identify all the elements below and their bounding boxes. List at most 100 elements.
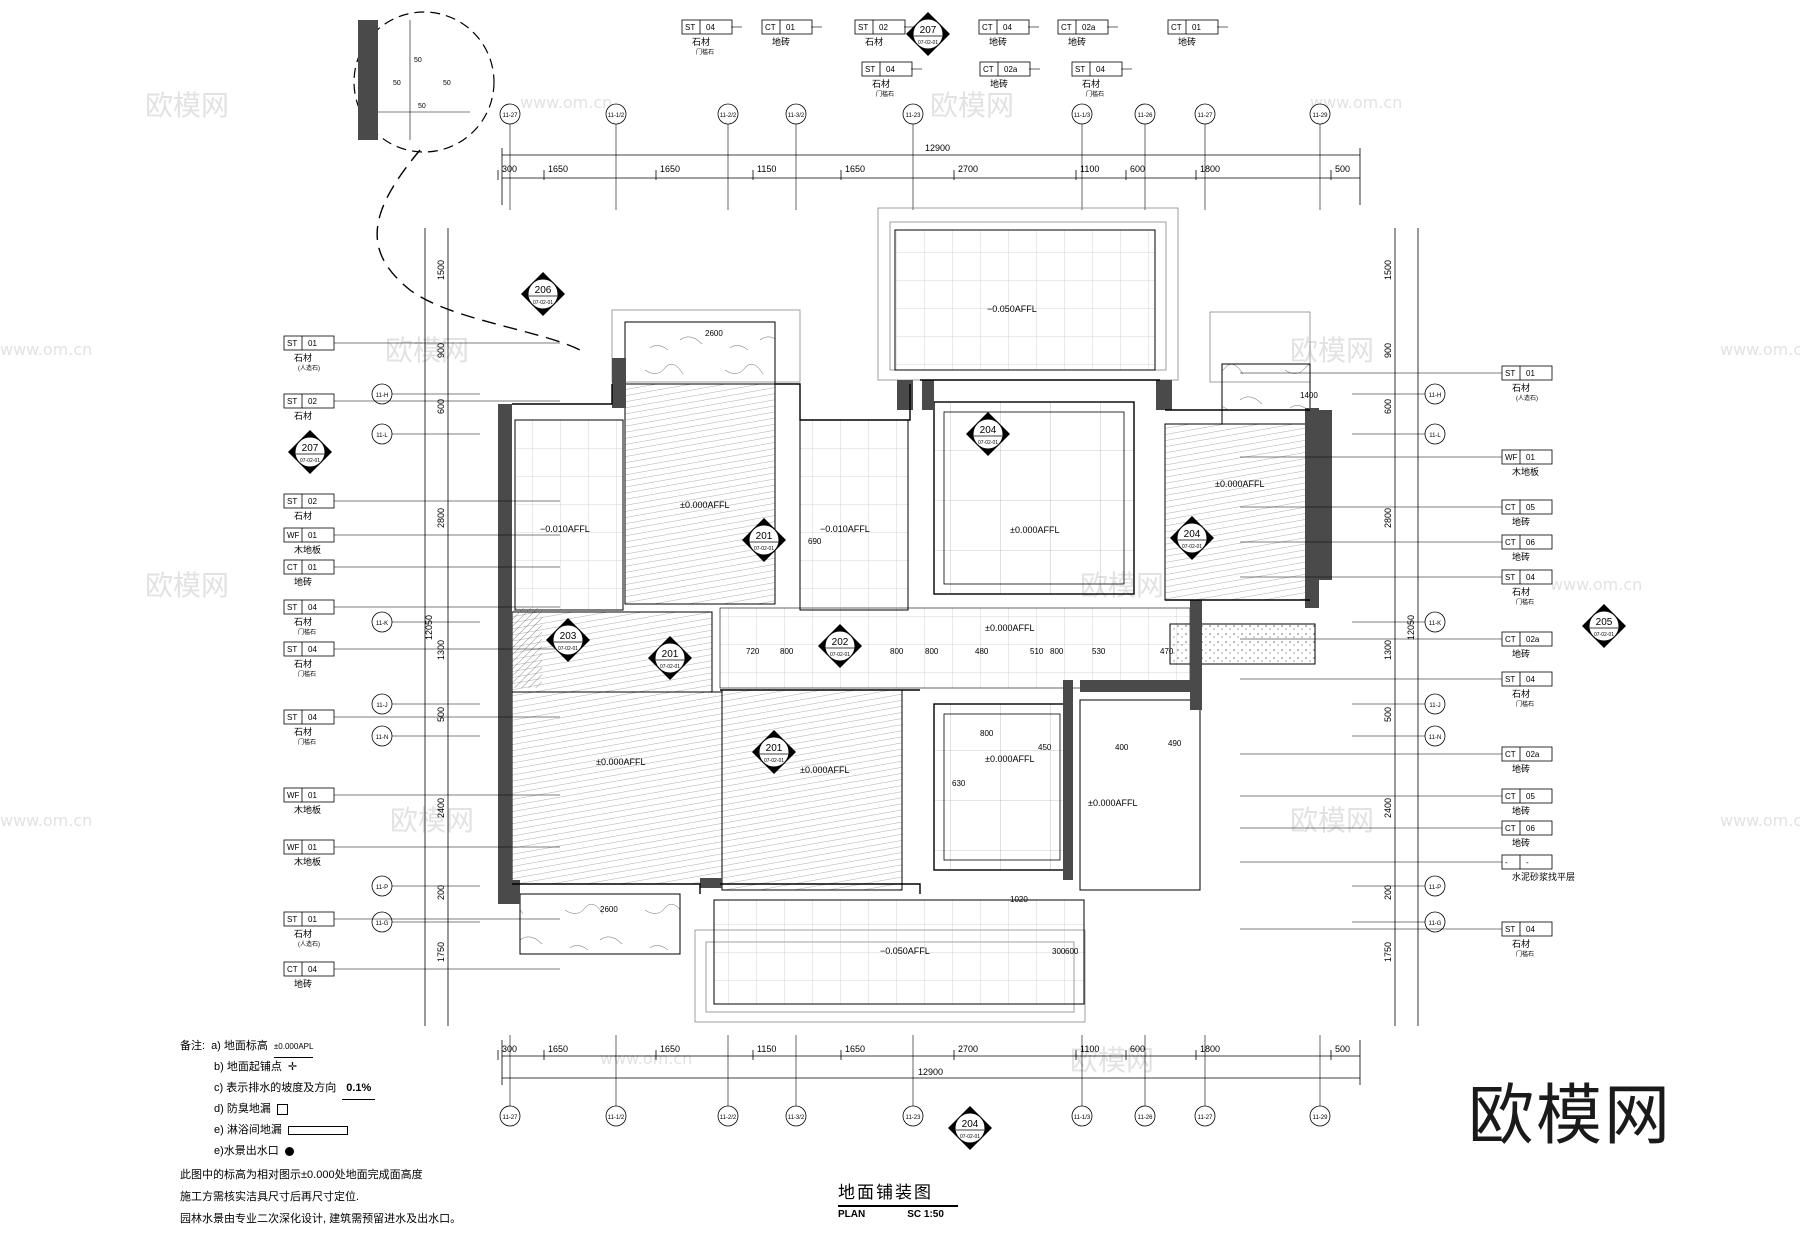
dimension-label: 300 <box>502 1044 517 1054</box>
dining-room-inner <box>943 411 1125 585</box>
dimension-label: 600 <box>1383 399 1393 414</box>
material-num: 01 <box>308 915 317 924</box>
watermark-url: www.om.cn <box>1310 93 1402 112</box>
watermark-brand: 欧模网 <box>930 89 1014 122</box>
north-terrace-tiles <box>894 229 1156 371</box>
material-code: ST <box>287 339 297 348</box>
section-number: 201 <box>766 743 783 754</box>
section-ref: 07-02-01 <box>1182 544 1202 550</box>
dimension-label: 1300 <box>1383 640 1393 660</box>
dimension-label: 2800 <box>436 508 446 528</box>
room-dimension: 800 <box>780 647 794 656</box>
material-num: 04 <box>308 713 317 722</box>
bathroom-1 <box>514 419 624 611</box>
note-a-symbol: ±0.000APL <box>273 1036 314 1058</box>
section-number: 204 <box>1184 529 1201 540</box>
elev-kitchen: ±0.000AFFL <box>985 754 1034 764</box>
material-num: 02a <box>1526 750 1540 759</box>
section-ref: 07-02-01 <box>960 1134 980 1140</box>
watermark-brand: 欧模网 <box>1290 334 1374 367</box>
kitchen-work-area <box>1079 699 1201 891</box>
material-name: 地砖 <box>1512 648 1530 659</box>
dimension-label: 1750 <box>1383 942 1393 962</box>
material-name: 地砖 <box>989 36 1007 47</box>
material-name: 石材 <box>1512 586 1530 597</box>
room-dimension: 600 <box>1065 947 1079 956</box>
axis-label: 11-27 <box>1198 1115 1214 1121</box>
watermark-url: www.om.cn <box>520 93 612 112</box>
axis-label: 11-N <box>376 735 389 741</box>
material-name: 地砖 <box>1512 805 1530 816</box>
elev-north-terrace: −0.050AFFL <box>987 304 1037 314</box>
material-num: 01 <box>1526 453 1535 462</box>
room-dimension: 2600 <box>705 329 723 338</box>
south-balcony-stone <box>519 893 681 955</box>
watermark-brand: 欧模网 <box>390 804 474 837</box>
dimension-label: 1150 <box>757 1044 776 1054</box>
section-number: 205 <box>1596 617 1613 628</box>
material-code: ST <box>287 497 297 506</box>
room-dimension: 800 <box>890 647 904 656</box>
material-code: CT <box>982 23 993 32</box>
axis-label: 11-3/2 <box>788 1115 805 1121</box>
axis-bubble: 11-N <box>371 725 393 747</box>
section-ref: 07-02-01 <box>558 646 578 652</box>
drain-square-icon <box>276 1104 288 1115</box>
axis-label: 11-H <box>376 393 389 399</box>
dimension-label: 500 <box>1383 707 1393 722</box>
dimension-label: 900 <box>1383 343 1393 358</box>
axis-label: 11-27 <box>503 113 519 119</box>
section-number: 201 <box>756 531 773 542</box>
axis-bubble: 11-3/2 <box>785 1105 807 1127</box>
axis-label: 11-1/3 <box>1074 1115 1091 1121</box>
material-name: 石材 <box>294 726 312 737</box>
axis-bubble: 11-23 <box>902 103 924 125</box>
elev-bedroom-south: ±0.000AFFL <box>800 765 849 775</box>
dimension-label: 500 <box>436 707 446 722</box>
material-code: - <box>1505 858 1508 867</box>
room-dimension-labels: 2600140026007208006907108008004805108005… <box>600 329 1318 956</box>
section-ref: 07-02-01 <box>754 546 774 552</box>
section-number: 204 <box>962 1119 979 1130</box>
material-note: 门槛石 <box>298 670 316 678</box>
dimension-label: 1650 <box>845 164 865 174</box>
corridor-tiles <box>719 607 1191 689</box>
material-code: CT <box>983 65 994 74</box>
material-note: 门槛石 <box>876 90 894 98</box>
dimension-label: 2700 <box>958 1044 978 1054</box>
room-dimension: 450 <box>1038 743 1052 752</box>
axis-label: 11-L <box>1429 433 1441 439</box>
watermark-url: www.om.cn <box>0 340 92 359</box>
room-dimension: 470 <box>1160 647 1174 656</box>
material-name: 地砖 <box>772 36 790 47</box>
axis-bubble: 11-L <box>371 423 393 445</box>
elev-south-terrace: −0.050AFFL <box>880 946 930 956</box>
room-dimension: 800 <box>925 647 939 656</box>
material-num: 06 <box>1526 824 1535 833</box>
axis-label: 11-23 <box>906 1115 922 1121</box>
material-name: 石材 <box>294 928 312 939</box>
axis-label: 11-N <box>1429 735 1442 741</box>
material-code: WF <box>1505 453 1518 462</box>
room-dimension: 690 <box>808 537 822 546</box>
section-ref: 07-02-01 <box>1594 632 1614 638</box>
dimension-label: 2400 <box>1383 798 1393 818</box>
top-dimension-chain <box>501 148 1361 205</box>
